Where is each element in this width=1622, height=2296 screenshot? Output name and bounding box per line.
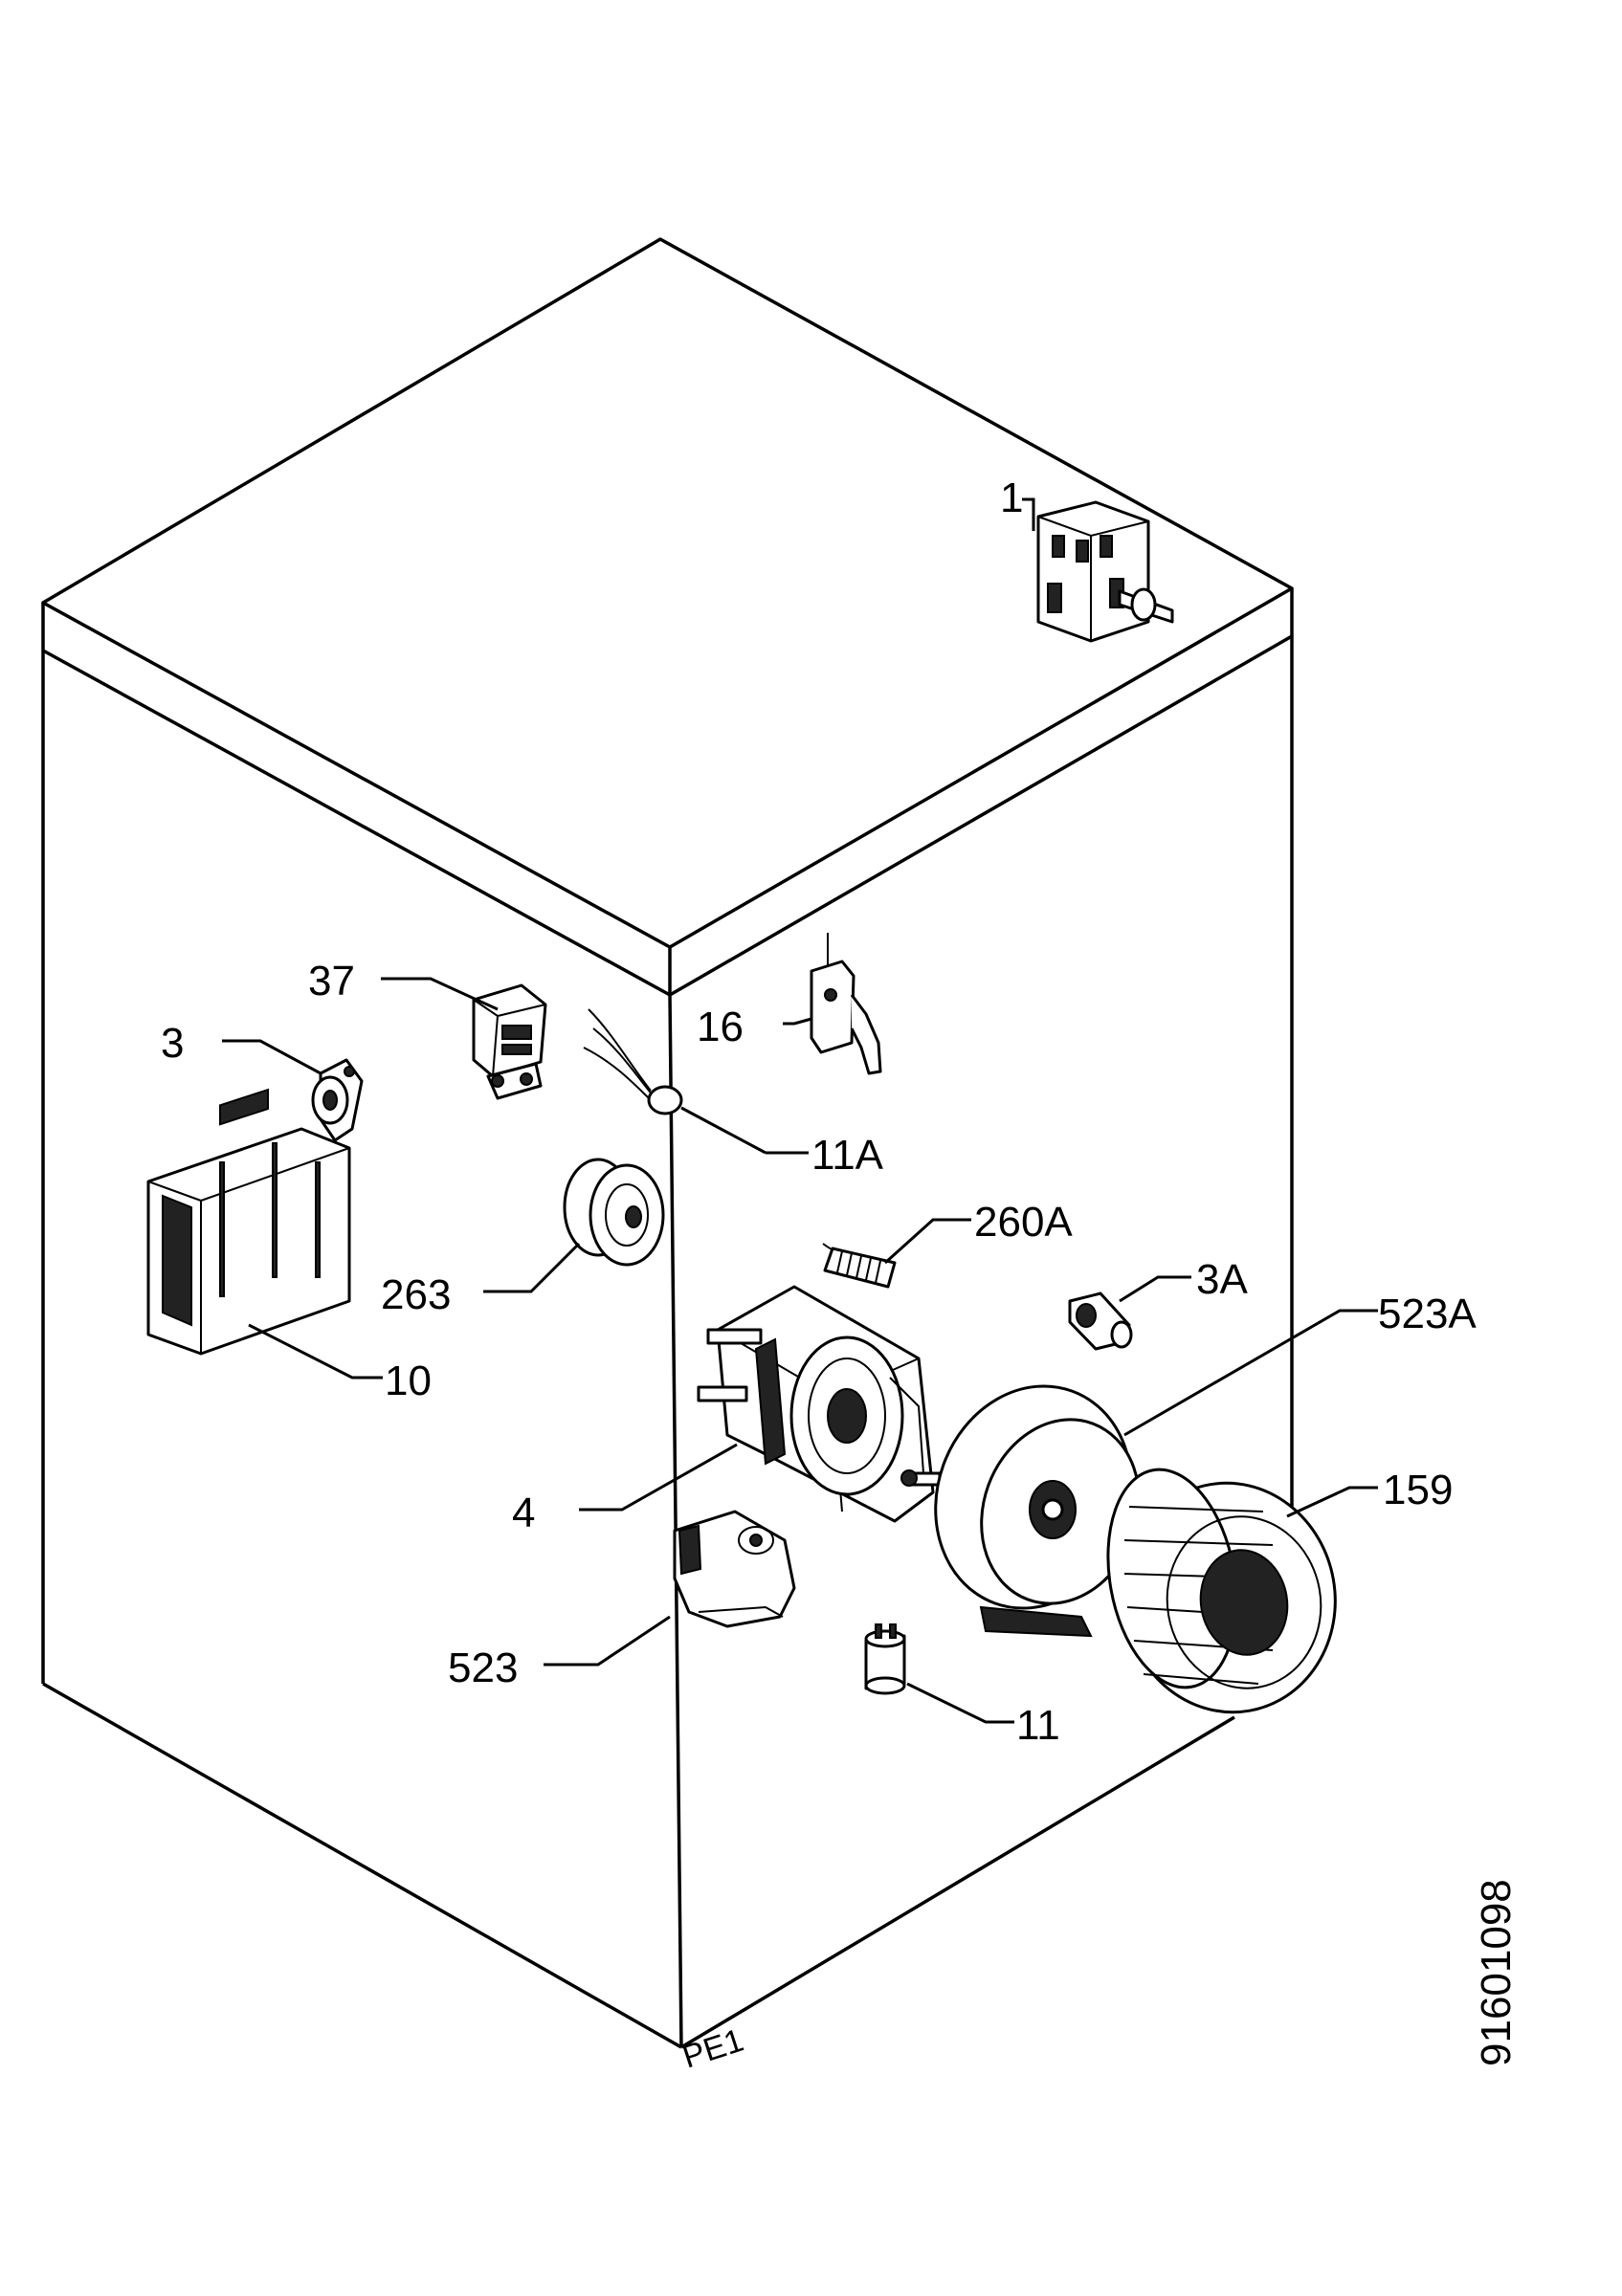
part-1-selector-switch[interactable]: 1 <box>1000 475 1174 643</box>
part-523-bracket[interactable]: 523 <box>448 1510 796 1691</box>
part-4-motor[interactable]: 4 <box>512 1285 942 1536</box>
part-10-label: 10 <box>385 1358 432 1404</box>
part-11a-wire-harness[interactable]: 11A <box>583 1008 884 1179</box>
part-523a-label: 523A <box>1378 1291 1477 1337</box>
part-3a-sensor[interactable]: 3A <box>1068 1256 1248 1351</box>
part-16-label: 16 <box>697 1004 744 1050</box>
part-16-microswitch[interactable]: 16 <box>697 933 882 1075</box>
part-523a-fan-housing[interactable]: 523A <box>905 1291 1478 1638</box>
part-260a-spring[interactable]: 260A <box>822 1199 1073 1289</box>
part-159-blower-wheel[interactable]: 159 <box>1092 1459 1453 1729</box>
part-3-label: 3 <box>161 1020 184 1067</box>
part-260a-label: 260A <box>974 1199 1073 1246</box>
part-523-label: 523 <box>448 1645 518 1691</box>
part-10-filter-box[interactable]: 10 <box>146 1088 432 1404</box>
part-263-label: 263 <box>381 1271 451 1318</box>
part-4-label: 4 <box>512 1490 535 1536</box>
document-code: 91601098 <box>1473 1879 1520 2066</box>
part-3-thermostat[interactable]: 3 <box>161 1020 364 1142</box>
cabinet-outline <box>41 237 1294 2049</box>
part-11a-label: 11A <box>811 1132 884 1179</box>
part-11-capacitor[interactable]: 11 <box>864 1623 1060 1749</box>
part-11-label: 11 <box>1016 1702 1060 1749</box>
part-3a-label: 3A <box>1196 1256 1248 1303</box>
part-37-label: 37 <box>308 958 355 1004</box>
part-37-door-interlock[interactable]: 37 <box>308 958 547 1100</box>
part-159-label: 159 <box>1383 1467 1453 1513</box>
part-263-pulley[interactable]: 263 <box>381 1158 665 1318</box>
part-1-label: 1 <box>1000 475 1023 521</box>
corner-mark: PE1 <box>678 2022 748 2076</box>
